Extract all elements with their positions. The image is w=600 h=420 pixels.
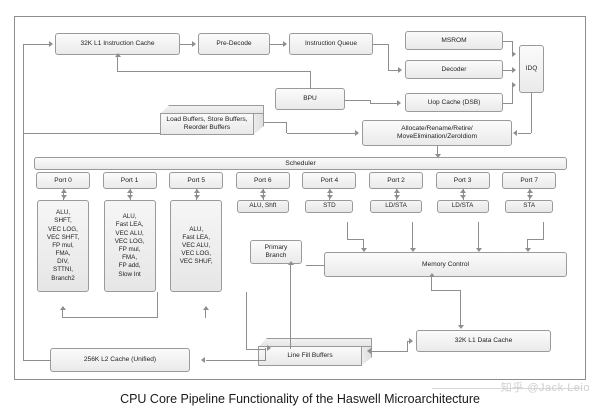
node-port-port-6: Port 6 — [235, 172, 290, 189]
exec-unit-line: STTNI, — [53, 266, 73, 274]
node-idq: IDQ — [519, 45, 544, 93]
node-exec-units-port-3: LD/STA — [436, 200, 489, 213]
node-pre-decode: Pre-Decode — [198, 33, 270, 55]
exec-unit-line: LD/STA — [451, 202, 474, 210]
exec-unit-line: Fast LEA, — [115, 221, 144, 229]
allocate-line-1: Allocate/Rename/Retire/ — [401, 124, 473, 132]
exec-unit-line: Slow Int — [118, 270, 141, 278]
primary-branch-line-2: Branch — [265, 252, 287, 259]
exec-unit-line: VEC SHFT, — [46, 233, 80, 241]
node-exec-units-port-6: ALU, Shft — [236, 200, 289, 213]
node-l1-instruction-cache: 32K L1 Instruction Cache — [55, 33, 180, 55]
slab-front-face: Line Fill Buffers — [258, 346, 362, 366]
node-port-port-1: Port 1 — [102, 172, 157, 189]
node-port-port-2: Port 2 — [369, 172, 423, 189]
exec-unit-line: VEC ALU, — [182, 241, 211, 249]
node-port-port-4: Port 4 — [302, 172, 357, 189]
slab-side-face — [253, 113, 264, 135]
node-decoder: Decoder — [405, 60, 503, 79]
node-bpu: BPU — [275, 88, 345, 110]
exec-unit-line: VEC SHUF, — [179, 258, 213, 266]
node-exec-units-port-4: STD — [305, 200, 354, 213]
allocate-line-2: MoveElimination/ZeroIdiom — [397, 133, 477, 140]
exec-unit-line: ALU, — [122, 213, 137, 221]
node-memory-control: Memory Control — [324, 252, 567, 277]
primary-branch-line-1: Primary — [264, 243, 288, 251]
slab-front-face: Load Buffers, Store Buffers, Reorder Buf… — [160, 113, 254, 135]
node-line-fill-buffers: Line Fill Buffers — [258, 338, 372, 366]
exec-unit-line: Fast LEA, — [182, 233, 211, 241]
node-exec-units-port-7: STA — [505, 200, 554, 213]
watermark-rule — [432, 388, 582, 389]
node-l1-data-cache: 32K L1 Data Cache — [416, 330, 551, 352]
node-exec-units-port-1: ALU,Fast LEA,VEC ALU,VEC LOG,FP mul,FMA,… — [103, 200, 156, 292]
exec-unit-line: STD — [323, 202, 336, 210]
node-port-port-7: Port 7 — [502, 172, 557, 189]
diagram-caption: CPU Core Pipeline Functionality of the H… — [120, 392, 480, 406]
exec-unit-line: VEC ALU, — [115, 229, 144, 237]
node-load-store-reorder-buffers: Load Buffers, Store Buffers, Reorder Buf… — [160, 105, 264, 135]
node-uop-cache-dsb: Uop Cache (DSB) — [405, 93, 503, 112]
node-l2-cache: 256K L2 Cache (Unified) — [50, 348, 190, 372]
node-scheduler: Scheduler — [34, 157, 567, 170]
node-exec-units-port-2: LD/STA — [370, 200, 422, 213]
exec-unit-line: VEC LOG, — [114, 237, 145, 245]
node-port-port-0: Port 0 — [36, 172, 90, 189]
exec-unit-line: FP add, — [118, 262, 141, 270]
exec-unit-line: ALU, Shft — [249, 202, 277, 210]
node-msrom: MSROM — [405, 31, 503, 50]
exec-unit-line: VEC LOG, — [181, 250, 212, 258]
exec-unit-line: ALU, — [56, 209, 70, 217]
exec-unit-line: FMA, — [55, 250, 71, 258]
exec-unit-line: DIV, — [57, 258, 69, 266]
node-port-port-5: Port 5 — [169, 172, 224, 189]
exec-unit-line: ALU, — [189, 225, 204, 233]
exec-unit-line: LD/STA — [385, 202, 407, 210]
exec-unit-line: STA — [523, 202, 536, 210]
node-port-port-3: Port 3 — [435, 172, 490, 189]
exec-unit-line: FMA, — [122, 254, 138, 262]
exec-unit-line: SHFT, — [54, 217, 72, 225]
node-instruction-queue: Instruction Queue — [289, 33, 373, 55]
exec-unit-line: VEC LOG, — [48, 225, 78, 233]
exec-unit-line: FP mul, — [52, 241, 74, 249]
exec-unit-line: FP mul, — [118, 246, 141, 253]
node-exec-units-port-5: ALU,Fast LEA,VEC ALU,VEC LOG,VEC SHUF, — [170, 200, 223, 292]
node-primary-branch: Primary Branch — [250, 240, 302, 264]
exec-unit-line: Branch2 — [51, 274, 75, 282]
node-allocate-rename-retire: Allocate/Rename/Retire/ MoveElimination/… — [362, 120, 512, 146]
node-exec-units-port-0: ALU,SHFT,VEC LOG,VEC SHFT,FP mul,FMA,DIV… — [37, 200, 89, 292]
